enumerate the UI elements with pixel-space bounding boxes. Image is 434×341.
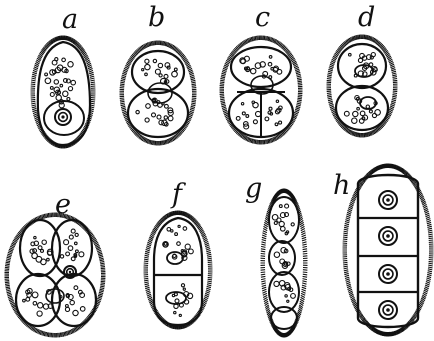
panel-label-c: c (255, 2, 270, 33)
cell-drawing-e (5, 213, 106, 338)
cell-e-tl (20, 220, 60, 276)
cell-drawing-a (31, 36, 96, 149)
granules-e-tl (30, 236, 53, 264)
granules-f-lower (172, 284, 192, 317)
panel-label-f: f (170, 179, 186, 210)
nucleus-h-1 (379, 191, 397, 209)
granules-g-1 (272, 204, 294, 235)
panel-label-b: b (148, 2, 165, 33)
cell-drawing-c (220, 36, 303, 145)
nucleus-a (55, 109, 71, 125)
granules-c-right (265, 100, 282, 126)
cell-drawing-f (144, 211, 213, 330)
cell-g-2 (269, 241, 295, 275)
nucleus-h-2 (379, 227, 397, 245)
nucleus-h-4 (379, 301, 397, 319)
cell-drawing-d (327, 35, 398, 138)
cell-drawing-h (343, 164, 434, 337)
granules-g-2 (274, 248, 290, 269)
lower-cell-b (128, 89, 188, 137)
cell-drawing-b (120, 41, 197, 146)
panel-label-h: h (333, 170, 350, 201)
granules-c-left (236, 101, 260, 129)
cell-g-4 (271, 307, 297, 329)
cell-outline-h (358, 175, 418, 327)
nucleus-h-3 (379, 265, 397, 283)
granules-b-upper (142, 59, 178, 84)
granules-e-bl (23, 288, 53, 316)
cell-outline-a (38, 42, 90, 145)
granules-e-br (60, 286, 85, 316)
cell-drawing-g (261, 189, 308, 338)
granules-c-upper (240, 56, 282, 79)
cell-e-br (52, 274, 96, 326)
panel-label-d: d (358, 2, 375, 33)
panel-label-g: g (245, 173, 262, 204)
granules-g-3 (274, 281, 296, 303)
granules-e-tr (60, 229, 84, 261)
panel-label-a: a (62, 4, 78, 35)
cell-e-tr (52, 220, 92, 276)
